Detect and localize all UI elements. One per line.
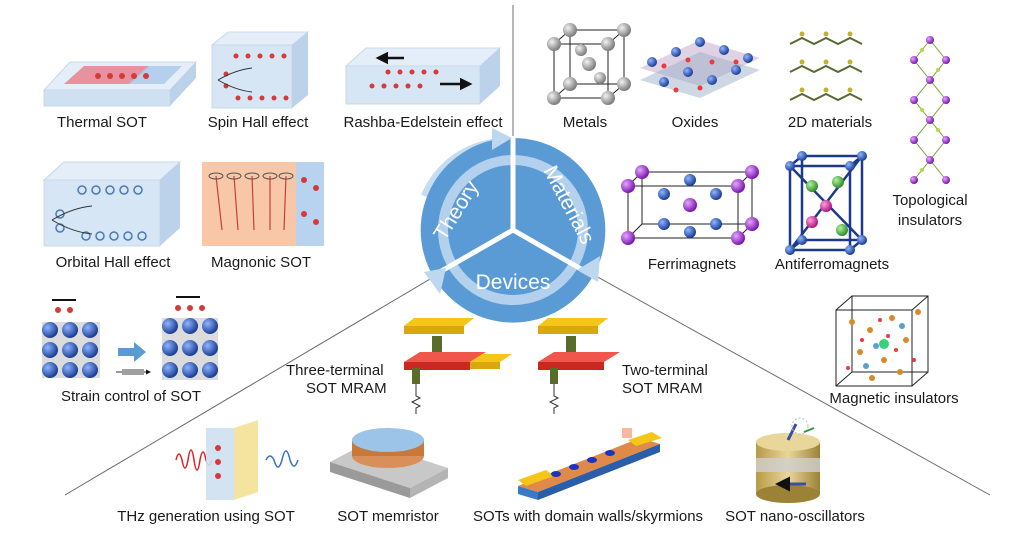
topological-insulators-illustration (910, 36, 950, 184)
cycle-label-devices: Devices (476, 271, 551, 294)
label-thz-generation: THz generation using SOT (117, 508, 295, 525)
memristor-illustration (330, 428, 448, 498)
magnonic-sot-illustration (202, 162, 324, 246)
label-antiferromagnets: Antiferromagnets (774, 256, 890, 273)
thz-generation-illustration (175, 420, 299, 500)
label-sot-memristor: SOT memristor (337, 508, 439, 525)
label-ferrimagnets: Ferrimagnets (647, 256, 737, 273)
label-domain-walls-skyrmions: SOTs with domain walls/skyrmions (472, 508, 704, 525)
thermal-sot-illustration (42, 61, 198, 107)
spin-hall-illustration (210, 31, 310, 109)
orbital-hall-illustration (42, 161, 182, 247)
label-2d-materials: 2D materials (787, 114, 873, 131)
label-two-terminal-line2: SOT MRAM (622, 380, 703, 397)
label-topological-line1: Topological (892, 192, 968, 209)
antiferromagnets-crystal-illustration (785, 151, 867, 255)
two-terminal-mram-illustration (538, 318, 620, 414)
label-three-terminal-line1: Three-terminal (286, 362, 384, 379)
label-magnonic-sot: Magnonic SOT (210, 254, 312, 271)
magnetic-insulators-crystal-illustration (835, 295, 929, 387)
three-terminal-mram-illustration (404, 318, 512, 414)
label-strain-control-of-sot: Strain control of SOT (60, 388, 202, 405)
strain-control-illustration (42, 296, 218, 380)
label-three-terminal-line2: SOT MRAM (306, 380, 387, 397)
theory-materials-devices-cycle: Theory Materials Devices (420, 128, 606, 323)
label-magnetic-insulators: Magnetic insulators (829, 390, 959, 407)
label-thermal-sot: Thermal SOT (56, 114, 148, 131)
metals-crystal-illustration (547, 23, 631, 105)
label-two-terminal-line1: Two-terminal (622, 362, 708, 379)
label-spin-hall-effect: Spin Hall effect (207, 114, 309, 131)
oxides-crystal-illustration (640, 37, 760, 98)
domain-wall-skyrmion-illustration (518, 428, 662, 500)
label-rashba-edelstein-effect: Rashba-Edelstein effect (343, 114, 503, 131)
label-oxides: Oxides (671, 114, 719, 131)
label-topological-line2: insulators (897, 212, 963, 229)
ferrimagnets-crystal-illustration (621, 165, 759, 245)
label-sot-nano-oscillators: SOT nano-oscillators (725, 508, 865, 525)
two-d-materials-illustration (789, 31, 863, 102)
rashba-edelstein-illustration (344, 47, 502, 105)
label-orbital-hall-effect: Orbital Hall effect (55, 254, 171, 271)
label-metals: Metals (562, 114, 608, 131)
nano-oscillator-illustration (756, 417, 820, 503)
